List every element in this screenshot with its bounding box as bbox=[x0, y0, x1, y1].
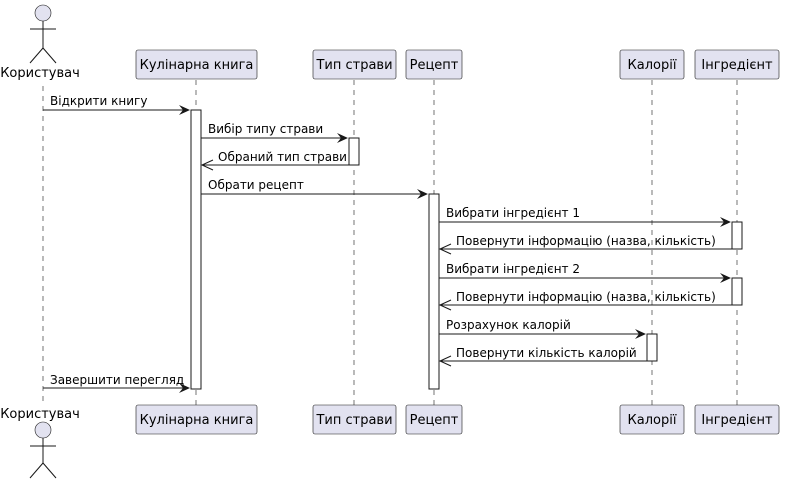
participant-cookbook-bottom: Кулінарна книга bbox=[135, 404, 258, 435]
participant-ingredient-top: Інгредієнт bbox=[694, 49, 780, 80]
activation-ingredient-1 bbox=[731, 221, 743, 250]
actor-user-bottom: Користувач bbox=[0, 407, 80, 479]
message-calc-calories: Розрахунок калорій bbox=[439, 318, 646, 339]
message-finish: Завершити перегляд bbox=[43, 373, 190, 393]
participant-calories-label: Калорії bbox=[628, 58, 677, 73]
participant-cookbook-label-bottom: Кулінарна книга bbox=[140, 413, 254, 428]
activation-cookbook bbox=[190, 109, 202, 390]
participant-calories-top: Калорії bbox=[619, 49, 685, 80]
actor-user-label-bottom: Користувач bbox=[0, 407, 80, 422]
message-return-info-1-label: Повернути інформацію (назва, кількість) bbox=[456, 234, 716, 248]
activation-recipe bbox=[428, 193, 440, 390]
activation-ingredient-2 bbox=[731, 277, 743, 306]
participant-ingredient-label-bottom: Інгредієнт bbox=[701, 413, 773, 428]
participant-recipe-label-bottom: Рецепт bbox=[410, 413, 459, 428]
participant-cookbook-label: Кулінарна книга bbox=[140, 58, 254, 73]
message-choose-type: Вибір типу страви bbox=[201, 122, 348, 143]
activation-dishtype bbox=[348, 137, 360, 166]
participant-ingredient-label: Інгредієнт bbox=[701, 58, 773, 73]
participant-calories-label-bottom: Калорії bbox=[628, 413, 677, 428]
message-pick-ingredient-1: Вибрати інгредієнт 1 bbox=[439, 206, 731, 227]
actor-head-icon bbox=[34, 4, 52, 22]
message-return-calories: Повернути кількість калорій bbox=[438, 346, 647, 367]
message-choose-recipe-label: Обрати рецепт bbox=[208, 178, 304, 192]
participant-recipe-label: Рецепт bbox=[410, 58, 459, 73]
message-chosen-type: Обраний тип страви bbox=[200, 150, 349, 171]
message-return-info-2-label: Повернути інформацію (назва, кількість) bbox=[456, 290, 716, 304]
message-calc-calories-label: Розрахунок калорій bbox=[446, 318, 571, 332]
actor-user-label-top: Користувач bbox=[0, 66, 80, 81]
actor-user-top: Користувач bbox=[0, 4, 80, 81]
activation-calories bbox=[646, 333, 658, 362]
participant-ingredient-bottom: Інгредієнт bbox=[694, 404, 780, 435]
message-finish-label: Завершити перегляд bbox=[50, 373, 184, 387]
message-chosen-type-label: Обраний тип страви bbox=[218, 150, 347, 164]
message-return-calories-label: Повернути кількість калорій bbox=[456, 346, 637, 360]
participant-dishtype-label-bottom: Тип страви bbox=[315, 413, 392, 428]
message-pick-ingredient-1-label: Вибрати інгредієнт 1 bbox=[446, 206, 580, 220]
message-choose-recipe: Обрати рецепт bbox=[201, 178, 428, 199]
message-open-book: Відкрити книгу bbox=[43, 94, 190, 115]
message-choose-type-label: Вибір типу страви bbox=[208, 122, 323, 136]
message-open-book-label: Відкрити книгу bbox=[50, 94, 147, 108]
participant-dishtype-label: Тип страви bbox=[315, 58, 392, 73]
participant-dishtype-top: Тип страви bbox=[312, 49, 397, 80]
message-pick-ingredient-2: Вибрати інгредієнт 2 bbox=[439, 262, 731, 283]
participant-dishtype-bottom: Тип страви bbox=[312, 404, 397, 435]
message-return-info-2: Повернути інформацію (назва, кількість) bbox=[438, 290, 732, 311]
actor-head-icon-bottom bbox=[34, 421, 52, 439]
message-return-info-1: Повернути інформацію (назва, кількість) bbox=[438, 234, 732, 255]
participant-recipe-bottom: Рецепт bbox=[405, 404, 463, 435]
participant-recipe-top: Рецепт bbox=[405, 49, 463, 80]
participant-calories-bottom: Калорії bbox=[619, 404, 685, 435]
participant-cookbook-top: Кулінарна книга bbox=[135, 49, 258, 80]
message-pick-ingredient-2-label: Вибрати інгредієнт 2 bbox=[446, 262, 580, 276]
